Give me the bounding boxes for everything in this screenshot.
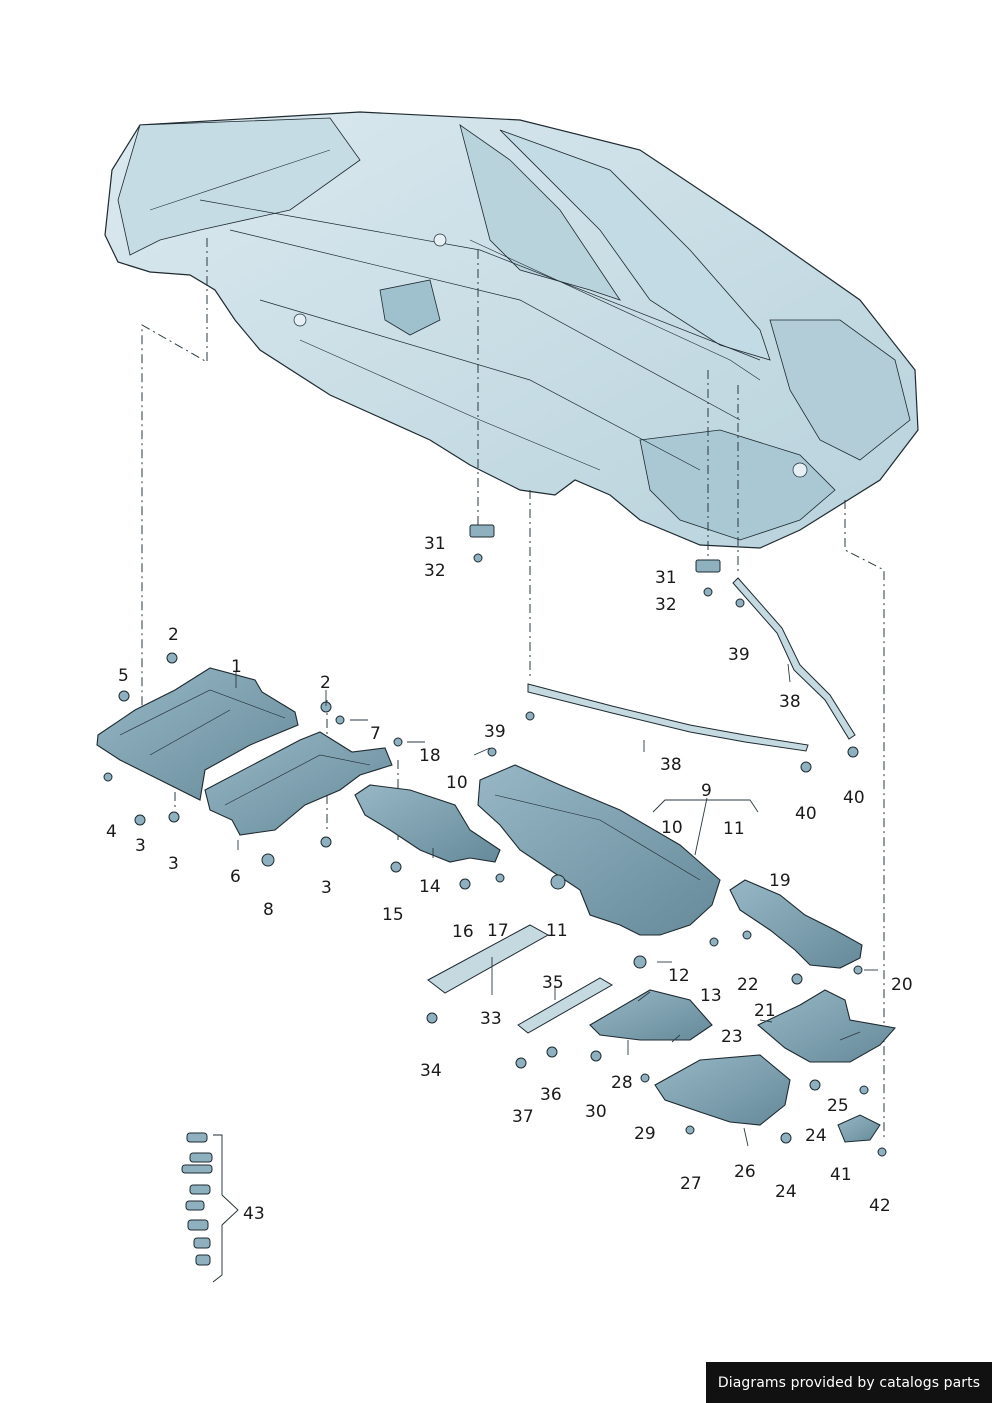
- callout-28: 28: [611, 1073, 633, 1093]
- callout-38: 38: [660, 755, 682, 775]
- callout-1: 1: [231, 657, 242, 677]
- callout-labels: 1 2 2 3 3 3 4 5 6 7 8 9 10 10 11 11 12 1…: [106, 534, 913, 1224]
- reinforcement-plate: [427, 924, 550, 994]
- callout-14: 14: [419, 877, 441, 897]
- callout-18: 18: [419, 746, 441, 766]
- callout-10: 10: [661, 818, 683, 838]
- brace-strut-long: [527, 683, 809, 752]
- callout-24: 24: [805, 1126, 827, 1146]
- brace-strut-diagonal: [732, 577, 856, 740]
- callout-39: 39: [484, 722, 506, 742]
- callout-15: 15: [382, 905, 404, 925]
- callout-25: 25: [827, 1096, 849, 1116]
- callout-38: 38: [779, 692, 801, 712]
- callout-30: 30: [585, 1102, 607, 1122]
- callout-11: 11: [723, 819, 745, 839]
- fastener-set: [181, 1132, 239, 1283]
- callout-29: 29: [634, 1124, 656, 1144]
- callout-9: 9: [701, 781, 712, 801]
- fasteners: [103, 524, 887, 1157]
- callout-39: 39: [728, 645, 750, 665]
- cover-rear-right: [756, 989, 897, 1063]
- callout-16: 16: [452, 922, 474, 942]
- callout-23: 23: [721, 1027, 743, 1047]
- callout-41: 41: [830, 1165, 852, 1185]
- callout-34: 34: [420, 1061, 442, 1081]
- callout-24: 24: [775, 1182, 797, 1202]
- callout-32: 32: [655, 595, 677, 615]
- cover-small: [589, 989, 713, 1041]
- callout-2: 2: [168, 625, 179, 645]
- callout-5: 5: [118, 666, 129, 686]
- callout-11: 11: [546, 921, 568, 941]
- callout-27: 27: [680, 1174, 702, 1194]
- wheelhouse-liner-right: [729, 879, 863, 969]
- callout-43: 43: [243, 1204, 265, 1224]
- callout-8: 8: [263, 900, 274, 920]
- callout-7: 7: [370, 724, 381, 744]
- callout-33: 33: [480, 1009, 502, 1029]
- leader-lines: [235, 663, 878, 1147]
- callout-22: 22: [737, 975, 759, 995]
- callout-3: 3: [168, 854, 179, 874]
- callout-3: 3: [135, 836, 146, 856]
- underbody-panel-rear: [477, 764, 721, 936]
- callout-19: 19: [769, 871, 791, 891]
- callout-35: 35: [542, 973, 564, 993]
- cover-heatshield: [654, 1054, 791, 1126]
- callout-12: 12: [668, 966, 690, 986]
- underbody-panel-center: [204, 731, 393, 836]
- callout-32: 32: [424, 561, 446, 581]
- strip-bracket: [517, 977, 613, 1034]
- callout-3: 3: [321, 878, 332, 898]
- car-body: [104, 111, 919, 549]
- assembly-lines: [141, 238, 885, 1140]
- callout-4: 4: [106, 822, 117, 842]
- callout-21: 21: [754, 1001, 776, 1021]
- side-panel-left: [354, 784, 501, 863]
- callout-40: 40: [843, 788, 865, 808]
- callout-42: 42: [869, 1196, 891, 1216]
- callout-36: 36: [540, 1085, 562, 1105]
- callout-40: 40: [795, 804, 817, 824]
- callout-26: 26: [734, 1162, 756, 1182]
- callout-10: 10: [446, 773, 468, 793]
- credit-banner: Diagrams provided by catalogs parts: [706, 1362, 992, 1403]
- callout-37: 37: [512, 1107, 534, 1127]
- callout-17: 17: [487, 921, 509, 941]
- callout-2: 2: [320, 673, 331, 693]
- underbody-panel-front: [96, 667, 299, 801]
- cover-small-right: [837, 1114, 881, 1143]
- callout-31: 31: [655, 568, 677, 588]
- callout-31: 31: [424, 534, 446, 554]
- callout-6: 6: [230, 867, 241, 887]
- callout-13: 13: [700, 986, 722, 1006]
- callout-20: 20: [891, 975, 913, 995]
